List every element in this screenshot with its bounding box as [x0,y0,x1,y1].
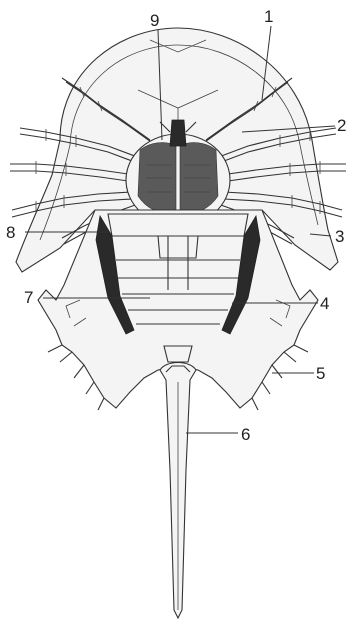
label-9: 9 [150,11,159,30]
label-3: 3 [335,227,344,246]
label-5: 5 [316,364,325,383]
label-2: 2 [337,116,346,135]
label-8: 8 [6,223,15,242]
label-6: 6 [241,425,250,444]
label-1: 1 [264,7,273,26]
label-4: 4 [320,294,329,313]
telson [160,363,196,619]
label-7: 7 [24,288,33,307]
